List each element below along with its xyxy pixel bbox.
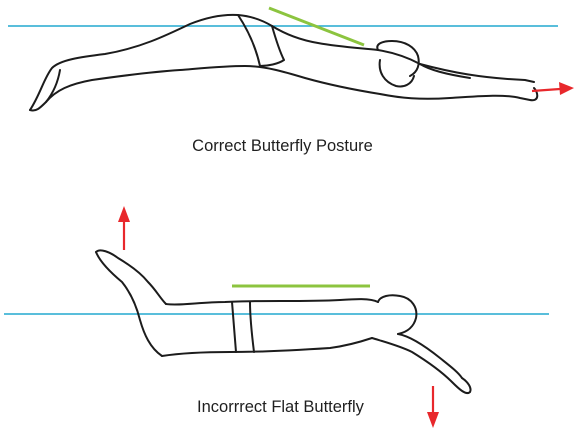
swimmer-flat	[96, 250, 471, 393]
panel-correct	[8, 8, 574, 111]
panel-incorrect	[4, 206, 549, 428]
legs-up-arrow	[118, 206, 130, 250]
caption-incorrect: Incorrrect Flat Butterfly	[0, 398, 571, 417]
swimmer-correct	[30, 15, 537, 111]
caption-correct: Correct Butterfly Posture	[0, 137, 573, 156]
forward-arrow	[532, 82, 574, 95]
